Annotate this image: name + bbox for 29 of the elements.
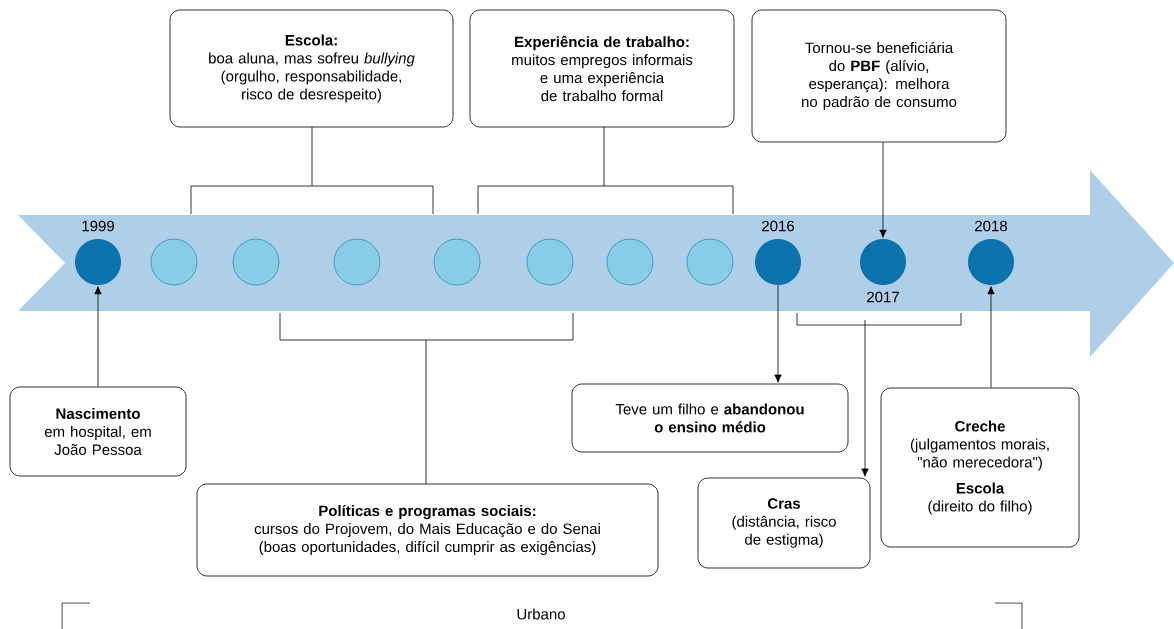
text-box: Cras (distância, risco de estigma)	[697, 477, 871, 569]
text-box: Tornou-se beneficiária do PBF (alívio, esperança): melhora no padrão de consumo	[751, 9, 1007, 143]
arrow	[94, 286, 102, 387]
period-dot	[686, 238, 734, 286]
text-box: Teve um filho e abandonou o ensino médio	[571, 383, 849, 453]
zone-label: Urbano	[517, 608, 565, 620]
year-dot	[75, 239, 121, 285]
period-dot	[333, 238, 381, 286]
text-box: Escola: boa aluna, mas sofreu bullying (orgulho, responsabilidade, risco de desrespeito)	[169, 9, 454, 128]
text-box: Políticas e programas sociais: cursos do Projovem, do Mais Educação e do Senai (boas oportunidades, difícil cumprir as exigências)	[196, 483, 659, 577]
period-dot	[150, 238, 198, 286]
arrow	[861, 319, 869, 477]
year-label: 2018	[975, 220, 1008, 232]
year-dot	[755, 239, 801, 285]
year-label: 2016	[762, 220, 795, 232]
arrow	[879, 142, 887, 238]
period-dot	[433, 238, 481, 286]
arrow	[774, 284, 782, 383]
year-dot	[860, 239, 906, 285]
year-label: 1999	[82, 220, 114, 232]
arrow	[987, 286, 995, 388]
period-dot	[606, 238, 654, 286]
year-dot	[968, 239, 1014, 285]
period-dot	[232, 238, 280, 286]
period-dot	[526, 238, 574, 286]
text-box: Nascimento em hospital, em João Pessoa	[9, 386, 187, 477]
year-label: 2017	[867, 291, 899, 303]
text-box: Creche (julgamentos morais, "não merecedora") Escola (direito do filho)	[880, 387, 1080, 548]
text-box: Experiência de trabalho: muitos empregos informais e uma experiência de trabalho formal	[469, 9, 735, 128]
